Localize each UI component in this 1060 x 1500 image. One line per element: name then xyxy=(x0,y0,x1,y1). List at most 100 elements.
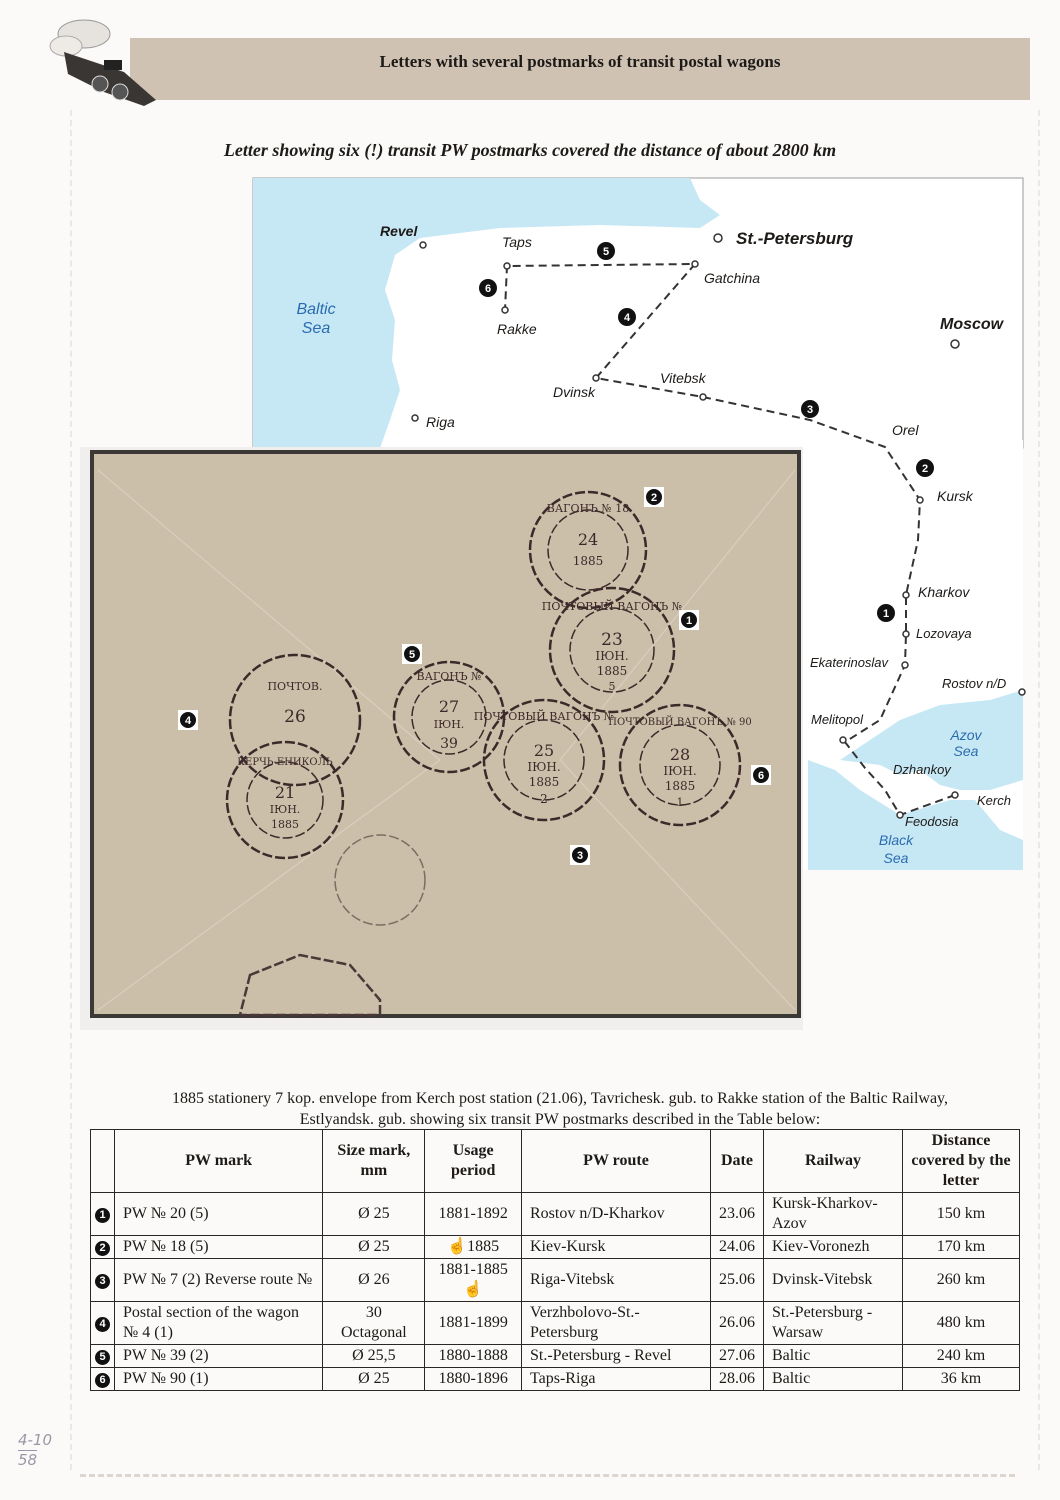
svg-text:3: 3 xyxy=(577,850,583,862)
table-header-row: PW mark Size mark, mm Usage period PW ro… xyxy=(90,1129,1020,1193)
svg-text:ВАГОНЪ № 18: ВАГОНЪ № 18 xyxy=(547,502,629,515)
map-marker-5: 5 xyxy=(597,242,615,260)
baltic-sea-water xyxy=(253,178,720,448)
header-railway: Railway xyxy=(763,1129,903,1193)
cell-railway: Kiev-Voronezh xyxy=(763,1235,903,1259)
svg-text:4: 4 xyxy=(624,312,631,324)
cell-date: 25.06 xyxy=(709,1258,765,1302)
svg-text:1885: 1885 xyxy=(597,664,628,678)
cell-distance: 150 km xyxy=(902,1192,1020,1236)
cell-railway: Kursk-Kharkov-Azov xyxy=(763,1192,903,1236)
svg-text:4: 4 xyxy=(185,715,192,727)
svg-text:1885: 1885 xyxy=(573,554,604,568)
svg-text:1885: 1885 xyxy=(271,818,299,831)
cell-date: 23.06 xyxy=(709,1192,765,1236)
sea-label-azov-2: Sea xyxy=(954,743,979,759)
envelope-marker-5: 5 xyxy=(402,644,422,664)
cell-route: Taps-Riga xyxy=(520,1367,711,1391)
svg-text:ПОЧТОВЫЙ ВАГОНЪ №: ПОЧТОВЫЙ ВАГОНЪ № xyxy=(542,599,682,613)
city-rakke: Rakke xyxy=(497,321,537,337)
svg-text:23: 23 xyxy=(601,630,623,650)
row-number-badge: 1 xyxy=(95,1208,110,1223)
cell-distance: 170 km xyxy=(902,1235,1020,1259)
row-number-badge: 5 xyxy=(95,1350,110,1365)
svg-text:5: 5 xyxy=(603,246,609,258)
city-kursk: Kursk xyxy=(937,488,974,504)
sea-label-baltic: Baltic xyxy=(296,301,335,318)
cell-mark: PW № 20 (5) xyxy=(113,1192,324,1236)
postmark-1: ПОЧТОВЫЙ ВАГОНЪ № 23 ІЮН. 1885 5 xyxy=(542,586,682,714)
map-marker-4: 4 xyxy=(618,308,636,326)
svg-text:5: 5 xyxy=(409,649,415,661)
cell-railway: Dvinsk-Vitebsk xyxy=(763,1258,903,1302)
row-number: 1 xyxy=(90,1192,115,1236)
header-usage: Usage period xyxy=(424,1129,522,1193)
svg-text:ІЮН.: ІЮН. xyxy=(270,803,301,816)
pencil-note: 4-10 58 xyxy=(18,1430,52,1470)
city-dvinsk: Dvinsk xyxy=(553,384,596,400)
envelope-marker-2: 2 xyxy=(644,487,664,507)
postmarks-table: PW mark Size mark, mm Usage period PW ro… xyxy=(90,1129,1020,1391)
cell-period: ☝1885 xyxy=(424,1235,522,1259)
row-number: 2 xyxy=(90,1235,115,1259)
cell-route: St.-Petersburg - Revel xyxy=(520,1344,711,1368)
cell-date: 27.06 xyxy=(709,1344,765,1368)
svg-text:25: 25 xyxy=(534,741,554,760)
header-pw-mark: PW mark xyxy=(113,1129,324,1193)
pencil-note-line-2: 58 xyxy=(18,1451,38,1469)
svg-text:39: 39 xyxy=(440,736,458,752)
svg-text:3: 3 xyxy=(807,404,813,416)
svg-text:21: 21 xyxy=(275,783,295,802)
svg-text:26: 26 xyxy=(284,707,306,727)
envelope-marker-6: 6 xyxy=(751,765,771,785)
city-vitebsk: Vitebsk xyxy=(660,370,707,386)
envelope-caption: 1885 stationery 7 kop. envelope from Ker… xyxy=(100,1088,1020,1130)
cell-size: Ø 25 xyxy=(322,1235,426,1259)
pencil-note-line-1: 4-10 xyxy=(18,1431,53,1449)
city-lozovaya: Lozovaya xyxy=(916,626,972,641)
svg-text:27: 27 xyxy=(439,697,459,716)
cell-route: Kiev-Kursk xyxy=(520,1235,711,1259)
city-gatchina: Gatchina xyxy=(704,270,760,286)
svg-text:1: 1 xyxy=(677,796,684,809)
row-number-badge: 4 xyxy=(95,1317,110,1332)
svg-text:1: 1 xyxy=(883,608,889,620)
svg-text:6: 6 xyxy=(485,283,491,295)
cell-railway: Baltic xyxy=(763,1344,903,1368)
svg-text:КЕРЧЬ-ЕНИКОЛЬ: КЕРЧЬ-ЕНИКОЛЬ xyxy=(237,757,333,768)
cell-date: 26.06 xyxy=(709,1301,765,1345)
sea-label-black: Black xyxy=(879,832,914,848)
cell-period: 1880-1896 xyxy=(424,1367,522,1391)
svg-text:ІЮН.: ІЮН. xyxy=(527,760,560,774)
svg-text:2: 2 xyxy=(540,792,548,806)
cell-size: Ø 25,5 xyxy=(322,1344,426,1368)
cell-date: 24.06 xyxy=(709,1235,765,1259)
city-riga: Riga xyxy=(426,414,455,430)
caption-line-1: 1885 stationery 7 kop. envelope from Ker… xyxy=(171,1090,949,1107)
city-rostov: Rostov n/D xyxy=(942,676,1006,691)
svg-text:5: 5 xyxy=(609,680,616,693)
svg-text:ВАГОНЪ №: ВАГОНЪ № xyxy=(417,670,482,683)
cell-date: 28.06 xyxy=(709,1367,765,1391)
cell-distance: 36 km xyxy=(902,1367,1020,1391)
city-kharkov: Kharkov xyxy=(918,584,970,600)
postmark-6: ПОЧТОВЫЙ ВАГОНЪ № 90 28 ІЮН. 1885 1 xyxy=(608,703,752,827)
city-melitopol: Melitopol xyxy=(811,712,864,727)
svg-text:2: 2 xyxy=(922,463,928,475)
svg-text:24: 24 xyxy=(578,530,598,549)
row-number-badge: 3 xyxy=(95,1274,110,1289)
city-feodosia: Feodosia xyxy=(905,814,958,829)
cell-railway: St.-Petersburg - Warsaw xyxy=(763,1301,903,1345)
svg-text:ПОЧТОВ.: ПОЧТОВ. xyxy=(267,680,322,693)
cell-distance: 260 km xyxy=(902,1258,1020,1302)
cell-railway: Baltic xyxy=(763,1367,903,1391)
row-number: 6 xyxy=(90,1367,115,1391)
page-subtitle: Letter showing six (!) transit PW postma… xyxy=(223,140,837,160)
